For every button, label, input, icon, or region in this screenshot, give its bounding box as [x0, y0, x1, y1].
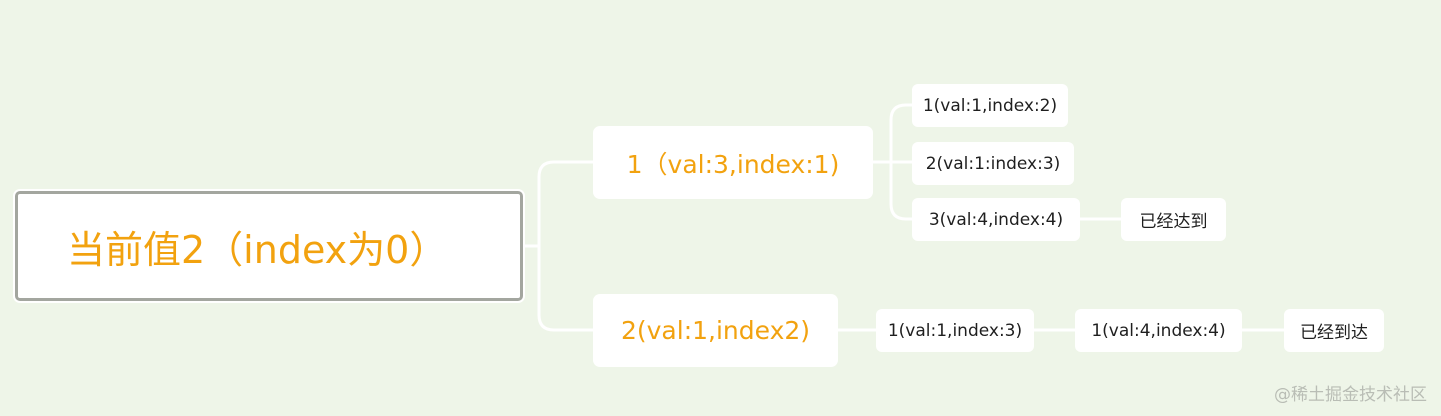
root-node-label: 当前值2（index为0） — [67, 227, 448, 272]
branch1-leaf3-label: 3(val:4,index:4) — [928, 209, 1064, 230]
connector-branch1-leaf1 — [871, 103, 914, 164]
branch2-done-label: 已经到达 — [1300, 323, 1368, 343]
branch1-leaf3-done-label: 已经达到 — [1139, 212, 1208, 232]
branch1-leaf2-label: 2(val:1:index:3) — [925, 153, 1061, 174]
branch2-grandchild-node: 1(val:4,index:4) — [1075, 309, 1242, 352]
branch1-leaf3-node: 3(val:4,index:4) — [912, 198, 1080, 241]
connector-root-branch2 — [537, 244, 595, 332]
connector-branch1-leaf3 — [889, 160, 914, 221]
branch2-node: 2(val:1,index2) — [593, 294, 838, 367]
branch1-leaf1-label: 1(val:1,index:2) — [922, 95, 1058, 116]
branch2-child-label: 1(val:1,index:3) — [887, 320, 1023, 341]
watermark: @稀土掘金技术社区 — [1274, 385, 1427, 405]
branch2-grandchild-label: 1(val:4,index:4) — [1091, 320, 1226, 341]
branch1-leaf2-node: 2(val:1:index:3) — [912, 142, 1074, 185]
branch1-node: 1（val:3,index:1) — [593, 126, 873, 199]
branch2-node-label: 2(val:1,index2) — [620, 316, 811, 345]
branch1-node-label: 1（val:3,index:1) — [626, 149, 840, 179]
connector-root-branch1 — [521, 160, 595, 248]
branch1-leaf1-node: 1(val:1,index:2) — [912, 84, 1068, 127]
branch1-leaf3-done-node: 已经达到 — [1121, 198, 1226, 241]
branch2-done-node: 已经到达 — [1284, 309, 1384, 352]
root-node: 当前值2（index为0） — [15, 191, 523, 301]
branch2-child-node: 1(val:1,index:3) — [876, 309, 1034, 352]
